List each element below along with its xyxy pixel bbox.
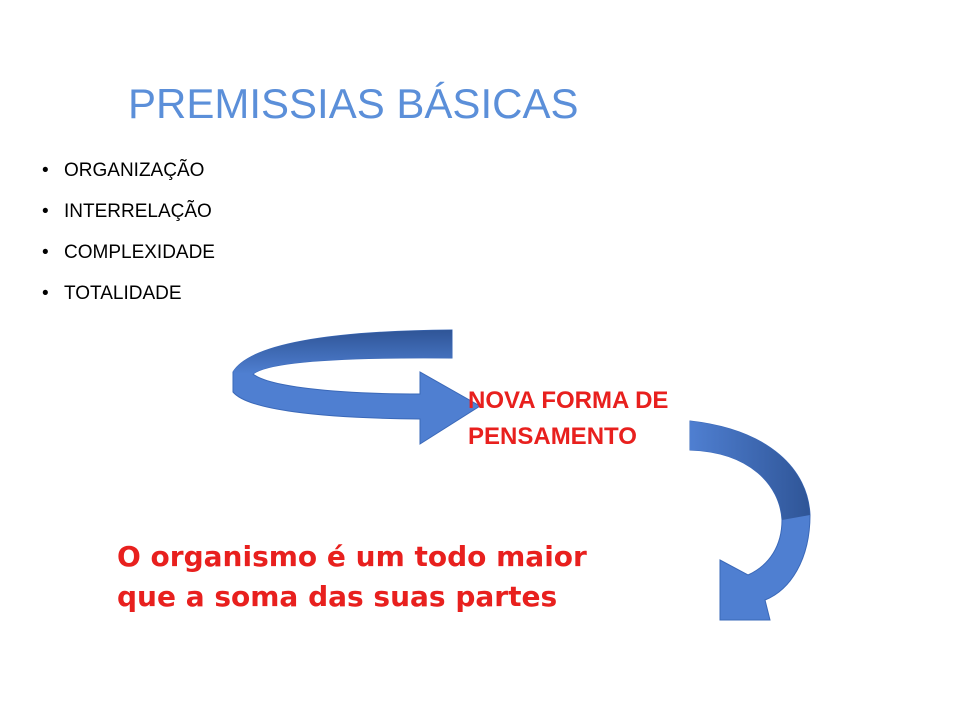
bullet-icon: • [42, 242, 49, 263]
list-item-label: INTERRELAÇÃO [64, 201, 212, 222]
bullet-icon: • [42, 201, 49, 222]
subtitle-line: PENSAMENTO [468, 423, 637, 450]
list-item: • ORGANIZAÇÃO [42, 150, 215, 191]
subtitle: NOVA FORMA DE PENSAMENTO [468, 383, 668, 455]
list-item: • INTERRELAÇÃO [42, 191, 215, 232]
list-item: • TOTALIDADE [42, 273, 215, 314]
curved-arrow-down-left-icon [689, 420, 811, 621]
conclusion-text: O organismo é um todo maior que a soma d… [117, 537, 587, 617]
slide-title: PREMISSIAS BÁSICAS [128, 80, 579, 127]
bullet-icon: • [42, 160, 49, 181]
subtitle-line: NOVA FORMA DE [468, 387, 669, 414]
bullet-icon: • [42, 283, 49, 304]
conclusion-line: que a soma das suas partes [117, 580, 558, 613]
premises-list: • ORGANIZAÇÃO • INTERRELAÇÃO • COMPLEXIDADE… [42, 150, 215, 314]
list-item-label: COMPLEXIDADE [64, 242, 215, 263]
list-item-label: ORGANIZAÇÃO [64, 160, 205, 181]
list-item: • COMPLEXIDADE [42, 232, 215, 273]
curved-arrow-right-icon [232, 329, 481, 445]
list-item-label: TOTALIDADE [64, 283, 182, 304]
conclusion-line: O organismo é um todo maior [117, 540, 587, 573]
